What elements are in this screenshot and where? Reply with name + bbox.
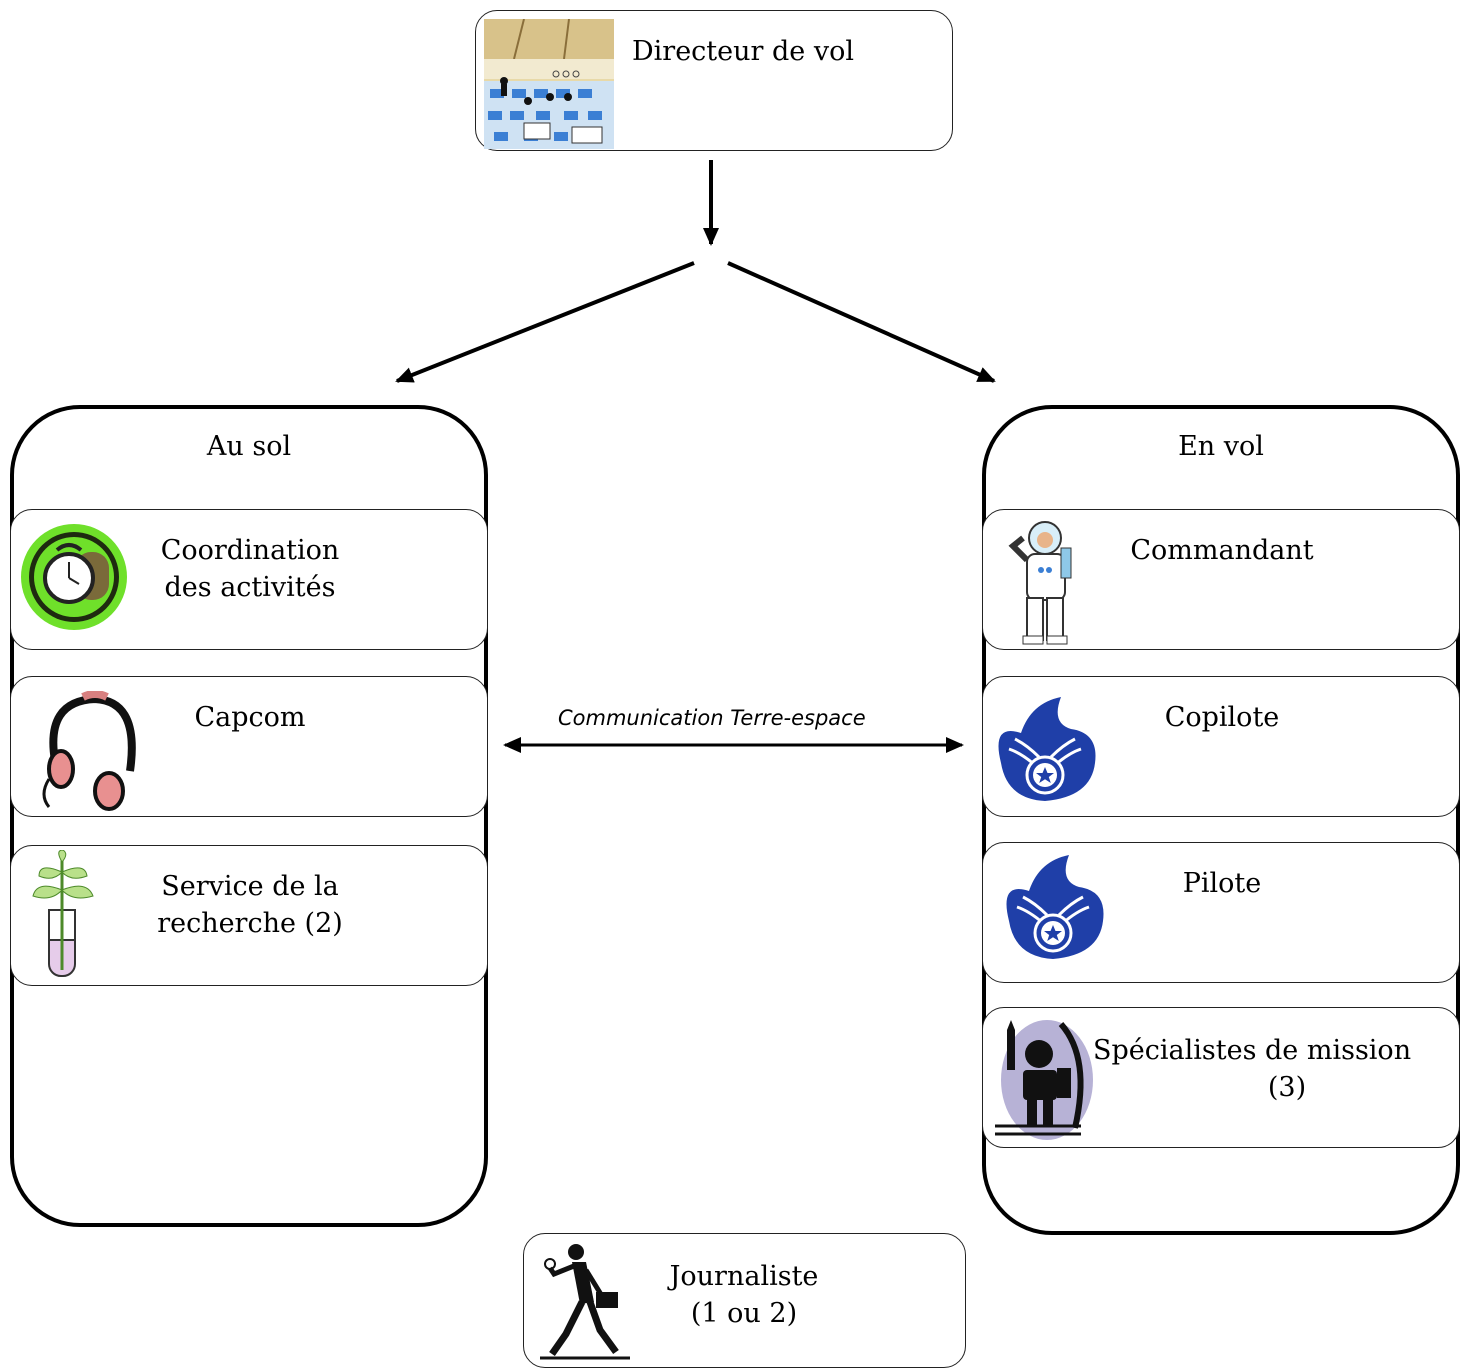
- journalist-box: Journaliste (1 ou 2): [523, 1233, 966, 1368]
- arrow-to-flight: [727, 261, 996, 383]
- communication-label: Communication Terre-espace: [558, 706, 866, 730]
- ground-role-capcom: Capcom: [10, 676, 488, 817]
- astronaut-rocket-icon: [995, 1020, 1093, 1140]
- winged-star-badge-icon: [998, 697, 1096, 801]
- ground-role-label-1: Coordination: [160, 535, 340, 566]
- director-label: Directeur de vol: [632, 36, 854, 67]
- ground-role-coordination: Coordination des activités: [10, 509, 488, 650]
- flight-role-label-1: Pilote: [1182, 868, 1262, 899]
- flight-title: En vol: [1178, 431, 1264, 462]
- headphones-icon: [42, 691, 136, 811]
- flight-role-copilote: Copilote: [982, 676, 1460, 817]
- flight-role-pilote: Pilote: [982, 842, 1460, 983]
- flight-role-label-1: Spécialistes de mission: [1093, 1035, 1412, 1066]
- flight-role-label-1: Commandant: [1130, 535, 1314, 566]
- journalist-icon: [540, 1244, 630, 1360]
- astronaut-icon: [1008, 521, 1072, 645]
- flight-role-commandant: Commandant: [982, 509, 1460, 650]
- ground-role-label-2: des activités: [164, 572, 336, 603]
- alarm-clock-icon: [21, 524, 127, 630]
- director-box: Directeur de vol: [475, 10, 953, 151]
- journalist-label-1: Journaliste: [669, 1261, 819, 1292]
- flight-role-label-2: (3): [1267, 1072, 1307, 1103]
- flight-role-label-1: Copilote: [1164, 702, 1280, 733]
- flight-role-specialists: Spécialistes de mission (3): [982, 1007, 1460, 1148]
- plant-test-tube-icon: [32, 850, 94, 977]
- mission-control-room-icon: [484, 19, 614, 149]
- ground-role-research: Service de la recherche (2): [10, 845, 488, 986]
- ground-role-label-2: recherche (2): [157, 908, 343, 939]
- ground-title: Au sol: [206, 431, 292, 462]
- winged-star-badge-icon: [1006, 855, 1104, 959]
- journalist-label-2: (1 ou 2): [690, 1298, 798, 1329]
- arrow-to-ground: [395, 261, 695, 383]
- ground-role-label-1: Service de la: [161, 871, 339, 902]
- ground-role-label-1: Capcom: [194, 702, 306, 733]
